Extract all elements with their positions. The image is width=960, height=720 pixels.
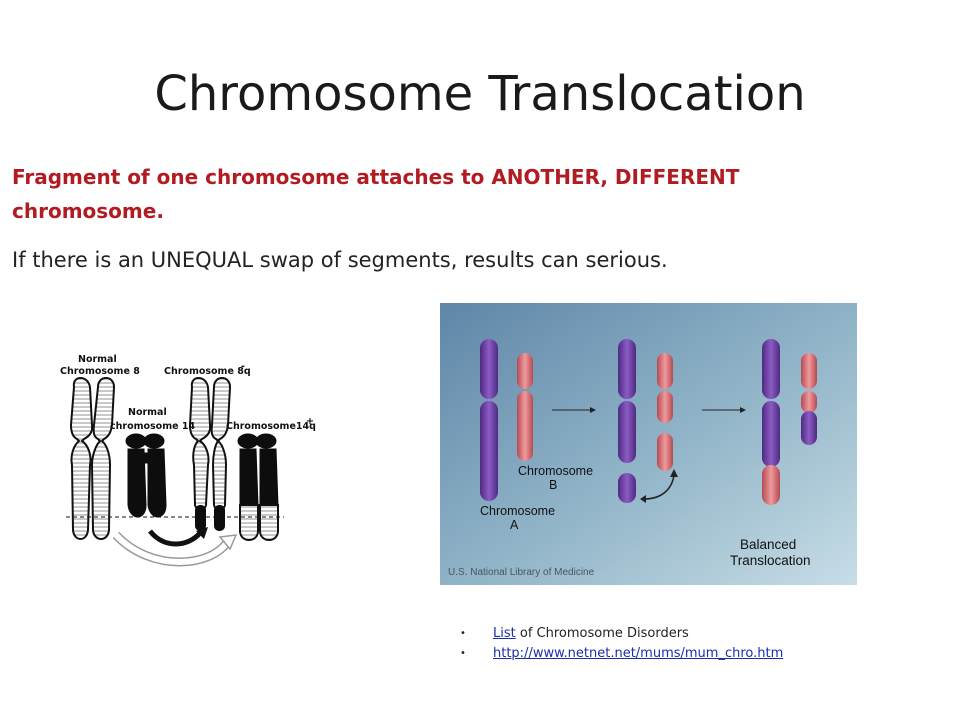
translocation-diagram-chr8-chr14: Normal Chromosome 8 Chromosome 8q - Norm…: [60, 354, 316, 567]
label-chromosome-a-2: A: [510, 518, 519, 532]
chromosome-8q-minus-tip: [195, 505, 225, 531]
label-normal-chr14-1: Normal: [128, 407, 167, 418]
label-normal-chr8-2: Chromosome 8: [60, 366, 140, 377]
normal-chromosome-14: [125, 433, 167, 518]
reference-item-list: • List of Chromosome Disorders: [460, 624, 783, 644]
chromosome-b-stage1: [517, 353, 533, 461]
label-normal-chr14-2: chromosome 14: [110, 421, 195, 432]
swap-arrow-dark: [148, 529, 202, 547]
reference-item-text: of Chromosome Disorders: [515, 626, 689, 641]
chromosome-14q-plus: [237, 433, 279, 506]
chromosome-8q-minus: [188, 377, 232, 511]
label-chr14q-sup: +: [306, 416, 314, 427]
slide-subtitle: Fragment of one chromosome attaches to A…: [12, 165, 740, 223]
label-balanced: Balanced: [740, 537, 796, 552]
chromosome-14q-plus-added: [239, 504, 279, 541]
label-chr8q: Chromosome 8q: [164, 366, 251, 377]
reference-item-url: • http://www.netnet.net/mums/mum_chro.ht…: [460, 644, 783, 664]
chromosome-a-stage1: [480, 339, 498, 501]
url-link[interactable]: http://www.netnet.net/mums/mum_chro.htm: [493, 646, 784, 661]
reference-list: • List of Chromosome Disorders • http://…: [460, 624, 783, 664]
chromosome-b-stage2: [657, 353, 673, 471]
label-chromosome-b-2: B: [549, 478, 557, 492]
label-chromosome-b-1: Chromosome: [518, 464, 593, 478]
bullet-icon: •: [460, 648, 466, 659]
label-normal-chr8-1: Normal: [78, 354, 117, 365]
normal-chromosome-8: [69, 377, 116, 540]
chromosome-a-translocated: [762, 339, 780, 505]
label-translocation: Translocation: [730, 553, 811, 568]
bullet-icon: •: [460, 628, 466, 639]
chromosome-a-stage2: [618, 339, 636, 503]
label-chromosome-a-1: Chromosome: [480, 504, 555, 518]
balanced-translocation-illustration: Chromosome B Chromosome A Balanced Trans…: [440, 303, 857, 585]
list-link[interactable]: List: [493, 626, 516, 641]
label-chr8q-sup: -: [241, 361, 245, 372]
chromosome-b-translocated: [801, 353, 817, 445]
slide-title: Chromosome Translocation: [154, 66, 806, 122]
label-chr14q: Chromosome14q: [226, 421, 316, 432]
image-credit: U.S. National Library of Medicine: [448, 567, 595, 578]
slide-body-text: If there is an UNEQUAL swap of segments,…: [12, 248, 668, 272]
